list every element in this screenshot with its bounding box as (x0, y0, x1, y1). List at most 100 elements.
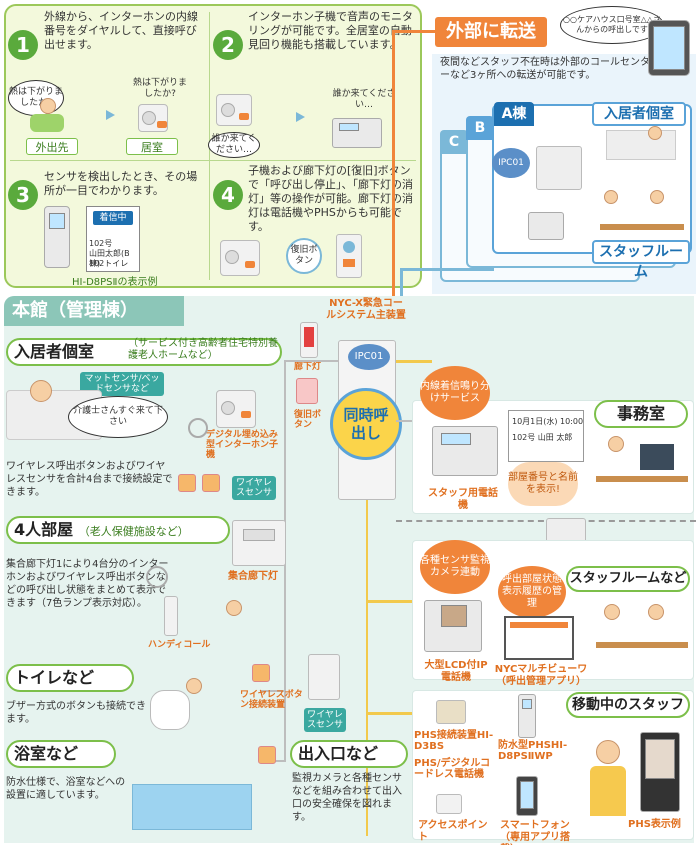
resident-icon (648, 126, 662, 140)
phs-screen: 着信中 102号 山田太郎(B棟) 102トイレ (86, 206, 140, 272)
step-3-text: センサを検出したとき、その場所が一目でわかります。 (44, 170, 198, 197)
staffroom-title: スタッフルームなど (566, 566, 690, 592)
office-phone-screen: 10月1日(水) 10:00 102号 山田 太郎 (508, 410, 584, 462)
waterproof-phs-icon (518, 694, 536, 738)
toilet-icon (150, 690, 190, 730)
intercom-icon (138, 104, 168, 132)
phs-display-caption: HI-D8PSⅡの表示例 (72, 277, 158, 288)
toilet-text: ブザー方式のボタンも接続できます。 (6, 701, 146, 725)
building-b-tab: B (466, 116, 494, 140)
step-4-text: 子機および廊下灯の[復旧]ボタンで「呼び出し停止」、「廊下灯の消灯」等の操作が可… (248, 164, 413, 233)
intercom-icon (220, 240, 260, 276)
mobile-phone-icon (648, 20, 690, 76)
phs-handset-icon (44, 206, 70, 268)
wire (260, 690, 286, 692)
label-room: 居室 (126, 138, 178, 155)
remote-staff-title: スタッフルーム (592, 240, 690, 280)
desk-icon (600, 224, 684, 230)
phs-connector-label: PHS接続装置HI-D3BS (414, 730, 494, 752)
corridor-light-label: 廊下灯 (294, 362, 322, 372)
office-screen-name: 102号 山田 太郎 (512, 433, 573, 442)
wireless-receiver-icon (308, 654, 340, 700)
transfer-title: 外部に転送 (435, 17, 547, 47)
section-private-room-sub: （サービス付き高齢者住宅特別養護老人ホームなど） (128, 338, 278, 361)
section-quad-room-sub: （老人保健施設など） (78, 525, 189, 538)
connector-line (392, 30, 395, 360)
quad-room-text: 集合廊下灯1により4台分のインターホンおよびワイヤレス呼出ボタンなどの呼び出し状… (6, 559, 169, 609)
transfer-bubble: ○○ケアハウス口号室△△さんからの呼出しです (560, 6, 664, 44)
staff-icon (186, 678, 202, 694)
section-private-room-label: 入居者個室 (14, 342, 95, 361)
ring-service-badge: 内線着信鳴り分けサービス (420, 366, 490, 420)
system-label: NYC-X緊急コールシステム主装置 (326, 298, 406, 321)
private-room-text: ワイヤレス呼出ボタンおよびワイヤレスセンサを合計4台まで接続設定できます。 (6, 461, 173, 498)
main-building-title: 本館（管理棟） (4, 296, 184, 326)
incoming-badge: 着信中 (93, 211, 133, 225)
building-a-frame (492, 104, 692, 254)
nyc-viewer-label: NYCマルチビューワ（呼出管理アプリ） (494, 664, 588, 687)
digital-intercom-label: デジタル埋め込み型インターホン子機 (206, 430, 279, 460)
section-bath-title: 浴室など (6, 740, 116, 768)
wire-yellow (396, 360, 432, 363)
label-outside: 外出先 (26, 138, 78, 155)
remote-ipc-node: IPC01 (492, 148, 530, 178)
staff-icon (226, 600, 242, 616)
intercom-icon (216, 390, 256, 428)
step-2-number: 2 (213, 30, 243, 60)
waterproof-phs-label: 防水型PHSHI-D8PSⅡWP (498, 740, 568, 762)
transfer-text: 夜間などスタッフ不在時は外部のコールセンターなど3ヶ所への転送が可能です。 (440, 57, 650, 81)
wireless-button-icon (252, 664, 270, 682)
desk-icon (596, 476, 688, 482)
waterproof-button-icon (258, 746, 276, 764)
bathtub-icon (132, 784, 252, 830)
wire-yellow (366, 500, 368, 836)
arrow-right-icon (296, 112, 305, 122)
staff-icon (604, 604, 620, 620)
phs-screen-name: 山田太郎(B棟) (89, 249, 130, 268)
connector-line (400, 268, 494, 271)
arrow-right-icon (106, 110, 115, 120)
step-2-bubble-left: 誰か来てください… (208, 132, 260, 158)
main-ipc-node: IPC01 (348, 344, 390, 370)
hand-button-icon (146, 566, 168, 588)
corridor-light-icon (300, 322, 318, 358)
office-bubble: 部屋番号と名前を表示! (508, 462, 578, 506)
section-private-room-title: 入居者個室 (6, 338, 282, 366)
access-point-label: アクセスポイント (418, 820, 488, 843)
wireless-sensor-tag-2: ワイヤレスセンサ (304, 708, 346, 732)
simultaneous-call-badge: 同時呼出し (330, 388, 402, 460)
staff-phone-label: スタッフ用電話機 (428, 488, 498, 511)
step-2-text: インターホン子機で音声のモニタリングが可能です。全居室の自動見回り機能も搭載して… (248, 10, 413, 51)
remote-desk-phone (528, 212, 564, 240)
wireless-sensor-tag: ワイヤレスセンサ (232, 476, 276, 500)
mobile-staff-body (590, 766, 626, 816)
staff-icon (608, 436, 624, 452)
wireless-button-icon (178, 474, 196, 492)
phs-screen-room: 102号 (89, 239, 113, 248)
wire (284, 360, 338, 362)
building-c-tab: C (440, 130, 468, 154)
mobile-staff-icon (596, 740, 620, 764)
desk-phone-icon (332, 118, 382, 148)
call-management-badge: 呼出部屋状態表示履歴の管理 (498, 566, 566, 618)
section-quad-room-label: 4人部屋 (14, 520, 74, 539)
hand-button-icon (188, 418, 208, 438)
step-2-bubble-right: 誰か来てください… (332, 89, 396, 110)
phs-display-device (640, 732, 680, 812)
building-a-tab: A棟 (494, 102, 534, 126)
person-icon (40, 98, 56, 114)
resident-icon (30, 380, 52, 402)
section-entrance-title: 出入口など (290, 740, 408, 768)
staff-desk-phone (432, 426, 498, 476)
panel-divider-h (10, 160, 416, 161)
smartphone-icon (516, 776, 538, 816)
smartphone-label: スマートフォン（専用アプリ搭載） (500, 820, 570, 845)
phs-base-icon (436, 700, 466, 724)
plant-icon (30, 114, 64, 132)
sensor-camera-badge: 各種センサ監視カメラ連動 (420, 540, 490, 594)
group-corridor-light-icon (232, 520, 286, 566)
section-quad-room-title: 4人部屋 （老人保健施設など） (6, 516, 230, 544)
staff-icon (650, 190, 664, 204)
mobile-staff-title: 移動中のスタッフ (566, 692, 690, 718)
access-point-icon (436, 794, 462, 814)
